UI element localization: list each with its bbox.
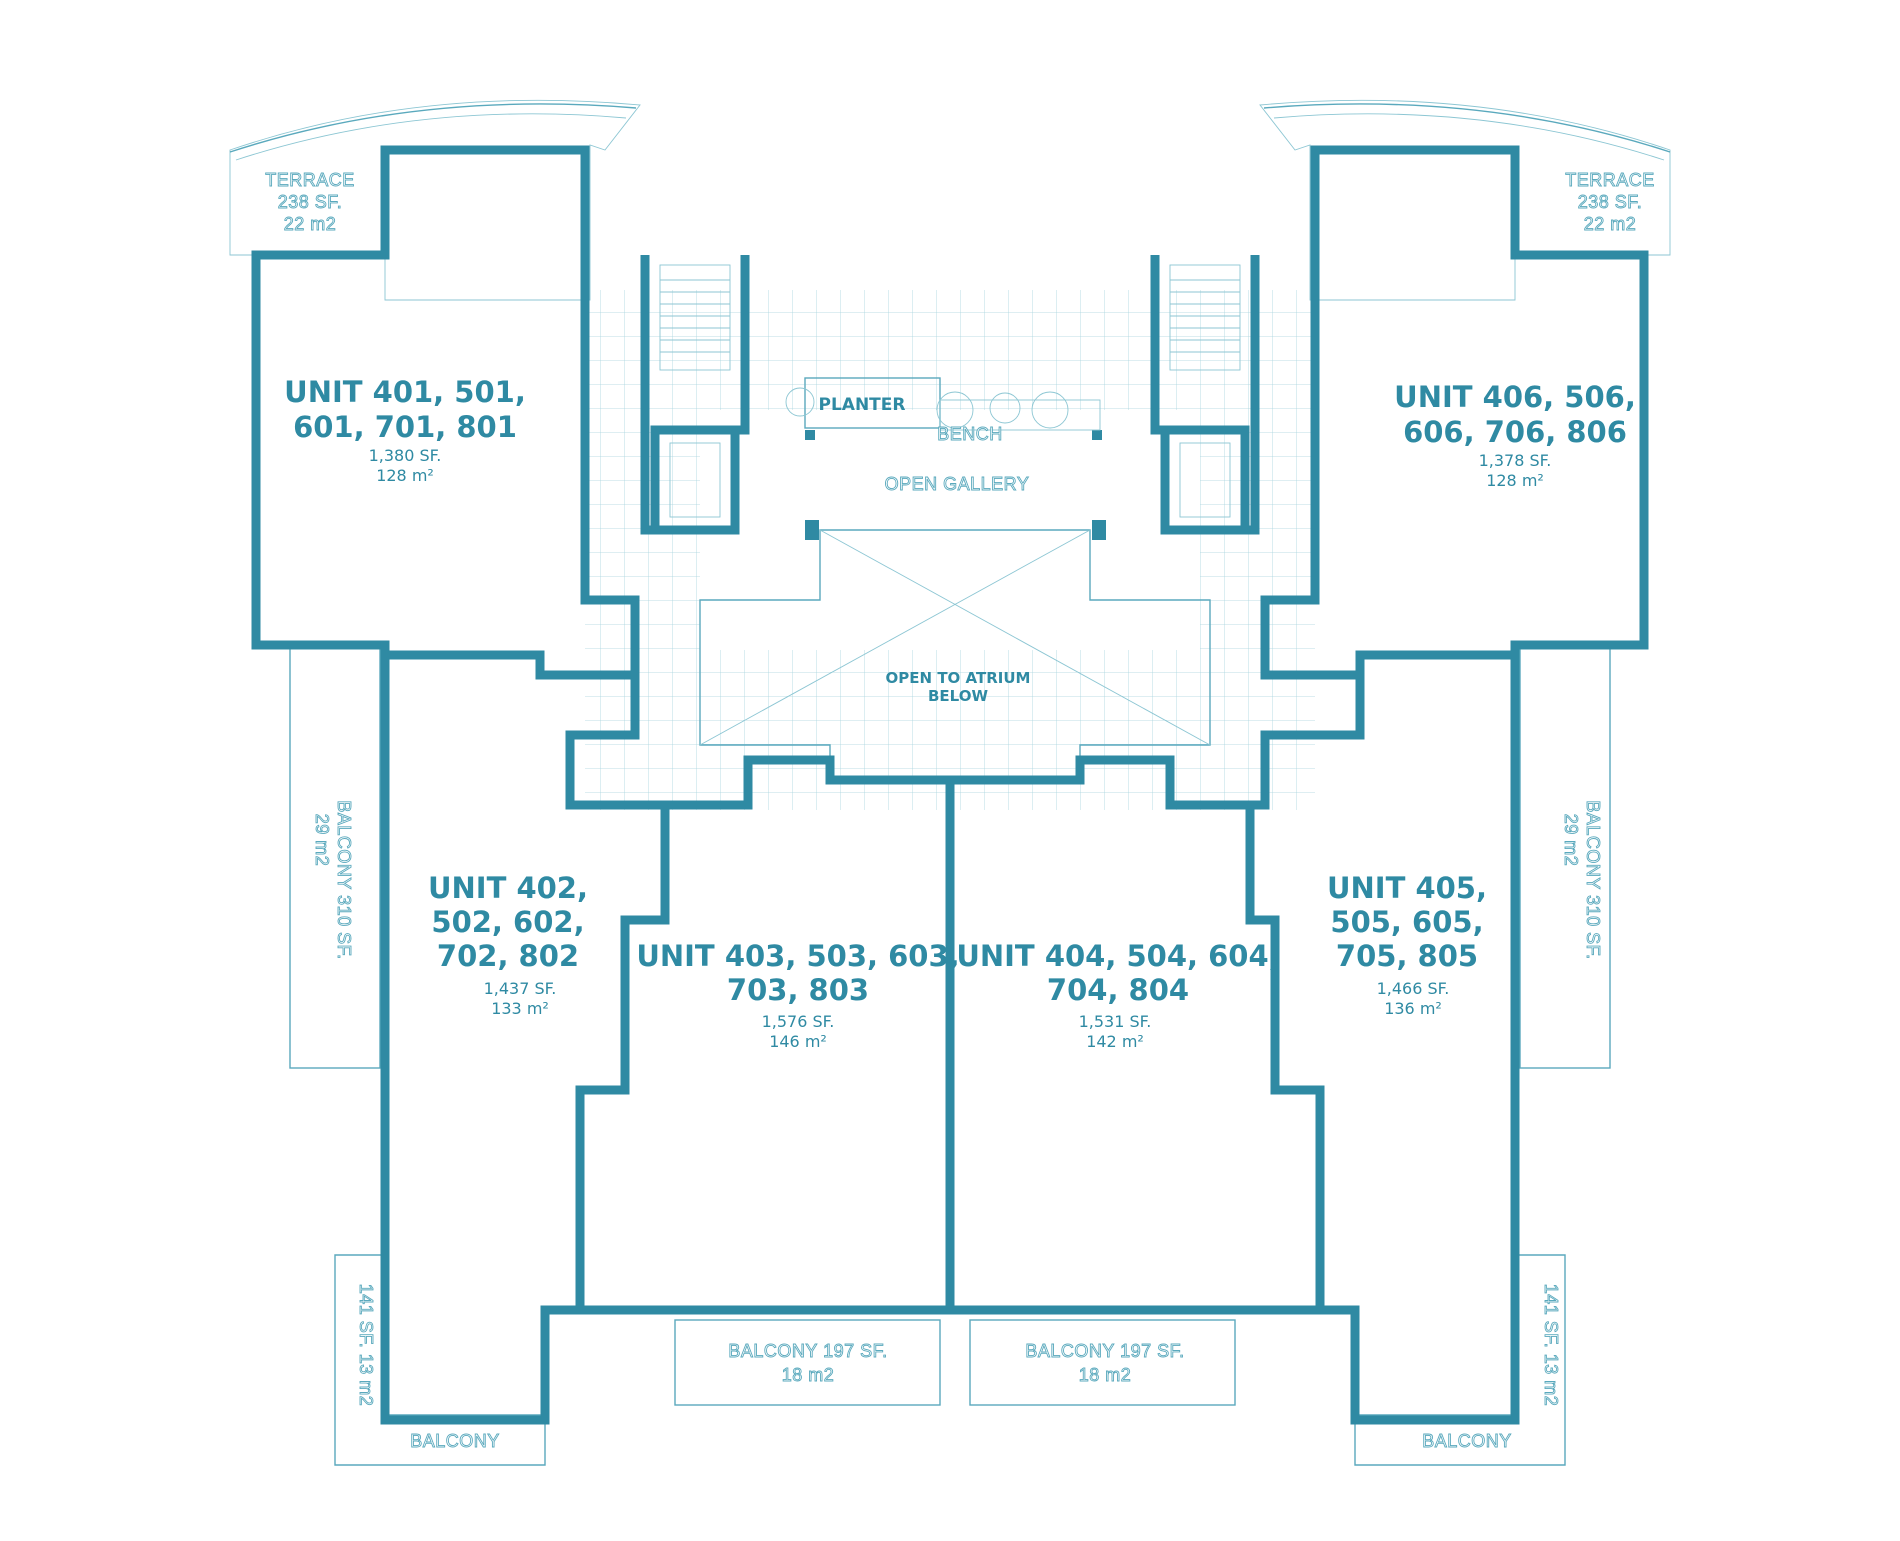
unit-title-line: 703, 803 <box>727 973 869 1007</box>
unit-label-c: UNIT 403, 503, 603, 703, 803 1,576 SF. 1… <box>636 939 959 1051</box>
balcony-center-left-label: BALCONY 197 SF. 18 m2 <box>728 1341 888 1386</box>
unit-title-line: UNIT 402, <box>428 871 588 905</box>
unit-title-line: 601, 701, 801 <box>293 410 517 444</box>
unit-m2: 136 m² <box>1384 999 1442 1018</box>
balcony-m2: 29 m2 <box>312 814 332 867</box>
corridor-floor <box>585 290 1315 810</box>
stairs <box>659 264 1241 518</box>
unit-m2: 133 m² <box>491 999 549 1018</box>
unit-title-line: UNIT 401, 501, <box>284 375 526 409</box>
planter-label: PLANTER <box>819 395 906 415</box>
unit-sf: 1,466 SF. <box>1377 979 1450 998</box>
gallery-elements <box>785 377 1106 540</box>
terrace-right <box>1259 99 1671 301</box>
balcony-name-sf: BALCONY 197 SF. <box>728 1341 887 1361</box>
terrace-m2: 22 m2 <box>284 214 337 234</box>
unit-title-line: UNIT 403, 503, 603, <box>636 939 959 973</box>
balcony-left-small-label: 141 SF. 13 m2 <box>356 1283 377 1407</box>
unit-title-line: 704, 804 <box>1047 973 1189 1007</box>
terrace-name: TERRACE <box>1565 170 1655 190</box>
terrace-left <box>229 99 641 301</box>
terrace-right-label: TERRACE 238 SF. 22 m2 <box>1565 170 1655 235</box>
terrace-m2: 22 m2 <box>1584 214 1637 234</box>
balcony-m2: 29 m2 <box>1561 814 1581 867</box>
bench-label: BENCH <box>937 424 1003 444</box>
atrium-label-line: BELOW <box>928 687 988 705</box>
unit-title-line: 502, 602, <box>431 905 584 939</box>
unit-label-e: UNIT 405, 505, 605, 705, 805 1,466 SF. 1… <box>1327 871 1487 1018</box>
balcony-right-small-label: 141 SF. 13 m2 <box>1541 1283 1562 1407</box>
balcony-small-text: 141 SF. 13 m2 <box>1541 1284 1561 1407</box>
unit-sf: 1,531 SF. <box>1079 1012 1152 1031</box>
balcony-name-sf: BALCONY 310 SF. <box>1583 800 1603 959</box>
unit-m2: 142 m² <box>1086 1032 1144 1051</box>
balcony-right-side-label: BALCONY 310 SF. 29 m2 <box>1561 800 1604 960</box>
unit-title-line: 505, 605, <box>1330 905 1483 939</box>
unit-sf: 1,380 SF. <box>369 446 442 465</box>
terrace-sf: 238 SF. <box>1578 192 1643 212</box>
unit-title-line: UNIT 405, <box>1327 871 1487 905</box>
unit-label-f: UNIT 406, 506, 606, 706, 806 1,378 SF. 1… <box>1394 380 1636 490</box>
unit-title-line: UNIT 406, 506, <box>1394 380 1636 414</box>
unit-title-line: UNIT 404, 504, 604, <box>956 939 1279 973</box>
balcony-left-bottom-label: BALCONY <box>410 1431 500 1451</box>
balcony-center <box>674 1319 1236 1406</box>
terrace-sf: 238 SF. <box>278 192 343 212</box>
balcony-small-text: 141 SF. 13 m2 <box>356 1284 376 1407</box>
unit-label-b: UNIT 402, 502, 602, 702, 802 1,437 SF. 1… <box>428 871 588 1018</box>
unit-label-d: UNIT 404, 504, 604, 704, 804 1,531 SF. 1… <box>956 939 1279 1051</box>
unit-m2: 128 m² <box>376 466 434 485</box>
unit-m2: 128 m² <box>1486 471 1544 490</box>
unit-sf: 1,437 SF. <box>484 979 557 998</box>
balcony-m2: 18 m2 <box>782 1365 835 1385</box>
unit-m2: 146 m² <box>769 1032 827 1051</box>
terrace-left-label: TERRACE 238 SF. 22 m2 <box>265 170 355 235</box>
unit-sf: 1,378 SF. <box>1479 451 1552 470</box>
unit-walls <box>251 145 1649 1425</box>
unit-sf: 1,576 SF. <box>762 1012 835 1031</box>
unit-title-line: 702, 802 <box>437 939 579 973</box>
unit-title-line: 606, 706, 806 <box>1403 415 1627 449</box>
unit-label-a: UNIT 401, 501, 601, 701, 801 1,380 SF. 1… <box>284 375 526 485</box>
balcony-left-side-label: BALCONY 310 SF. 29 m2 <box>312 800 355 960</box>
atrium-label-line: OPEN TO ATRIUM <box>886 669 1031 687</box>
balcony-center-right-label: BALCONY 197 SF. 18 m2 <box>1025 1341 1185 1386</box>
balcony-name-sf: BALCONY 310 SF. <box>334 800 354 959</box>
balcony-right-bottom-label: BALCONY <box>1422 1431 1512 1451</box>
balcony-name-sf: BALCONY 197 SF. <box>1025 1341 1184 1361</box>
gallery-label: OPEN GALLERY <box>885 474 1030 494</box>
unit-title-line: 705, 805 <box>1336 939 1478 973</box>
balcony-m2: 18 m2 <box>1079 1365 1132 1385</box>
terrace-name: TERRACE <box>265 170 355 190</box>
